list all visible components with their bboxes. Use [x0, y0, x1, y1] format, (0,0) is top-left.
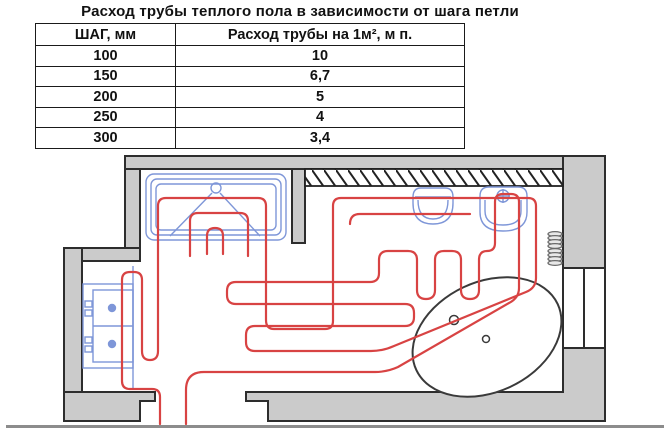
- towel-radiator-icon: [547, 230, 563, 267]
- table-cell: 300: [35, 127, 176, 149]
- table-cell: 200: [35, 86, 176, 108]
- pipe-main: [120, 192, 538, 426]
- table-cell: 3,4: [175, 127, 465, 149]
- floor-plan-image: [6, 155, 664, 428]
- table-cell: 250: [35, 106, 176, 128]
- heating-pipe-loop: [120, 192, 538, 426]
- hatched-niche: [304, 168, 564, 187]
- bidet-icon: [479, 186, 528, 232]
- table-cell: 4: [175, 106, 465, 128]
- pipe-upper-run: [348, 212, 472, 226]
- baseline: [6, 425, 664, 428]
- walls: [63, 155, 606, 422]
- page-title: Расход трубы теплого пола в зависимости …: [81, 3, 519, 20]
- table-header: ШАГ, мм Расход трубы на 1м², м п.: [35, 23, 465, 46]
- shower-tray-icon: [145, 173, 287, 241]
- fixtures: [82, 173, 528, 389]
- col-header-consumption: Расход трубы на 1м², м п.: [175, 23, 465, 46]
- pipe-shower-loop: [188, 211, 250, 258]
- washing-machine-icon: [82, 266, 134, 389]
- toilet-icon: [412, 187, 454, 225]
- table-cell: 150: [35, 65, 176, 87]
- col-header-step: ШАГ, мм: [35, 23, 176, 46]
- pipe-shower-inner-loop: [205, 226, 225, 256]
- table-cell: 6,7: [175, 65, 465, 87]
- table-cell: 10: [175, 45, 465, 67]
- right-niche: [562, 268, 606, 348]
- table-cell: 5: [175, 86, 465, 108]
- table-cell: 100: [35, 45, 176, 67]
